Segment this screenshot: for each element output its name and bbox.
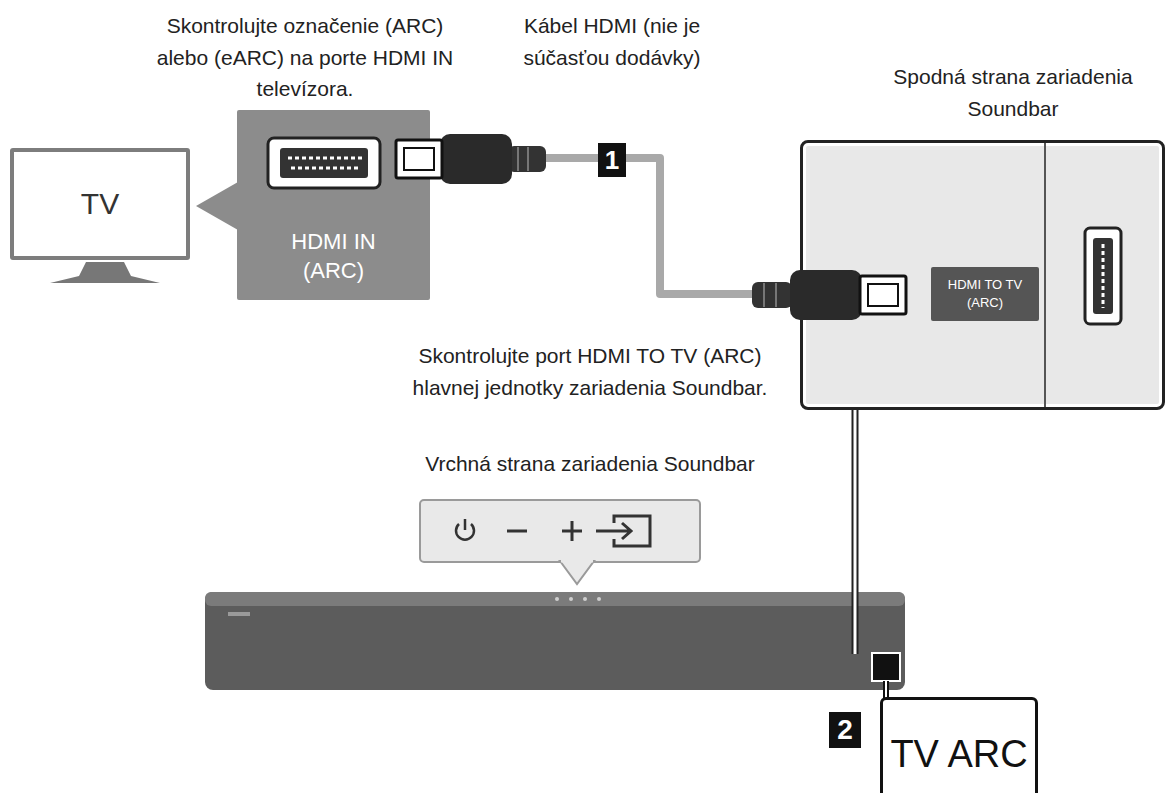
- plug-rib: [527, 147, 529, 171]
- leader-line: [885, 681, 887, 698]
- plug-rib: [775, 283, 777, 307]
- leader-line: [883, 681, 889, 698]
- panel-caption: Vrchná strana zariadenia Soundbar: [420, 448, 760, 480]
- plug-tip: [860, 276, 906, 314]
- port-name-plate: HDMI TO TV (ARC): [931, 267, 1039, 321]
- port-pins: [1102, 244, 1105, 308]
- port-pins: [288, 157, 362, 160]
- soundbar-body: [205, 592, 905, 690]
- callout-number: 2: [829, 712, 861, 748]
- tv-stand: [50, 262, 160, 283]
- hdmi-plug: [440, 134, 512, 184]
- plug-strain-relief: [752, 282, 792, 308]
- node-text: TV ARC: [890, 729, 1027, 780]
- power-icon: [464, 519, 467, 530]
- hdmi-cable: [430, 158, 800, 294]
- plug-rib: [763, 283, 765, 307]
- minus-icon: [507, 530, 527, 533]
- soundbar-logo: [228, 612, 250, 616]
- plug-rib: [517, 147, 519, 171]
- callout-number: 1: [598, 143, 626, 177]
- connector-layer: [430, 158, 800, 294]
- button-dot: [597, 597, 601, 601]
- node-text: HDMI TO TV (ARC): [943, 276, 1027, 311]
- button-dot: [569, 597, 573, 601]
- hdmi-port: [280, 148, 368, 178]
- callout-pointer: [196, 182, 238, 230]
- hdmi-port: [1085, 228, 1121, 324]
- plug-tip: [868, 284, 898, 306]
- note-text: Skontrolujte port HDMI TO TV (ARC) hlavn…: [390, 340, 790, 403]
- panel-divider: [1044, 143, 1046, 407]
- note-text: Skontrolujte označenie (ARC) alebo (eARC…: [155, 10, 455, 105]
- top-panel-callout: [420, 500, 700, 562]
- tv-screen: TV: [10, 148, 190, 260]
- callout-heading: Spodná strana zariadenia Soundbar: [868, 61, 1158, 124]
- hdmi-port: [1093, 238, 1113, 314]
- leader-line: [854, 408, 857, 654]
- node-text: TV: [81, 184, 119, 225]
- arc-indicator: [872, 653, 900, 681]
- port-callout: HDMI IN (ARC): [237, 110, 430, 300]
- cable-note: Kábel HDMI (nie je súčasťou dodávky): [522, 10, 702, 73]
- soundbar-bottom-callout: Spodná strana zariadenia SoundbarHDMI TO…: [800, 140, 1165, 410]
- pointer-join: [561, 560, 593, 563]
- plug-tip: [404, 148, 434, 170]
- node-text: HDMI IN (ARC): [259, 227, 409, 286]
- input-icon: [596, 523, 631, 539]
- button-dot: [583, 597, 587, 601]
- port-pins: [291, 167, 359, 170]
- callout-pointer: [560, 561, 594, 584]
- plus-icon: [571, 521, 574, 541]
- soundbar-top: [205, 592, 905, 606]
- leader-line: [852, 408, 859, 654]
- plug-tip: [396, 140, 442, 178]
- hdmi-plug: [790, 270, 862, 320]
- hdmi-port: [268, 138, 380, 188]
- tv-arc-box: TV ARC: [880, 697, 1038, 793]
- plug-strain-relief: [508, 146, 546, 172]
- button-dot: [555, 597, 559, 601]
